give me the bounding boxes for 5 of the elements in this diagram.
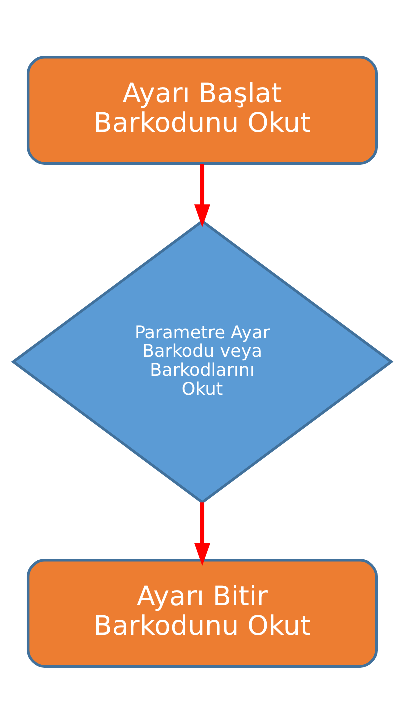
node-box: Ayarı Başlat Barkodunu Okut [27,56,378,164]
node-box: Ayarı Bitir Barkodunu Okut [27,558,378,668]
arrow [194,164,211,228]
node-diamond: Parametre Ayar Barkodu veya Barkodlarını Okut [11,219,394,504]
arrow [194,502,211,566]
